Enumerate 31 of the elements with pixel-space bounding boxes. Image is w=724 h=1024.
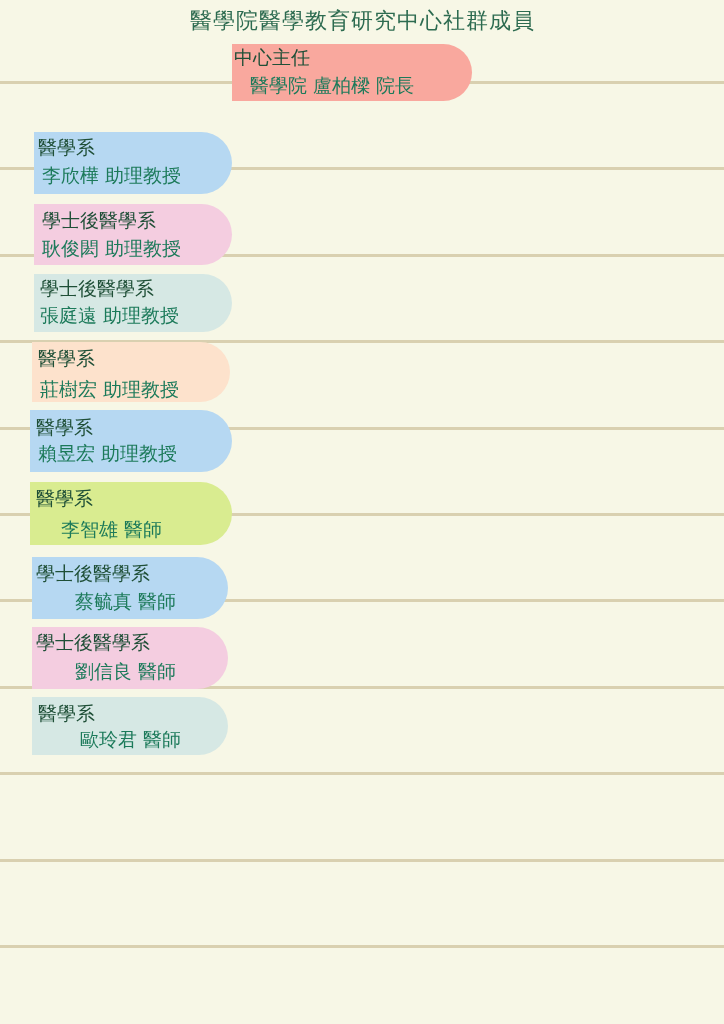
member-name: 醫學院 盧柏樑 院長 xyxy=(250,73,415,97)
member-tab xyxy=(34,204,232,265)
member-tab xyxy=(34,132,232,194)
tab-heading: 醫學系 xyxy=(38,346,95,370)
member-name: 賴昱宏 助理教授 xyxy=(38,441,178,465)
member-name: 李欣樺 助理教授 xyxy=(42,163,182,187)
member-tab xyxy=(32,627,228,689)
member-tab xyxy=(34,274,232,332)
tab-heading: 醫學系 xyxy=(36,415,93,439)
tab-heading: 醫學系 xyxy=(38,701,95,725)
tab-heading: 學士後醫學系 xyxy=(42,208,156,232)
member-tab xyxy=(30,410,232,472)
member-name: 歐玲君 醫師 xyxy=(80,727,182,751)
member-name: 莊樹宏 助理教授 xyxy=(40,377,180,401)
member-name: 劉信良 醫師 xyxy=(75,659,177,683)
member-name: 蔡毓真 醫師 xyxy=(75,589,177,613)
page-title: 醫學院醫學教育研究中心社群成員 xyxy=(189,8,535,33)
tab-heading: 醫學系 xyxy=(38,135,95,159)
member-tab xyxy=(30,482,232,545)
member-name: 耿俊閎 助理教授 xyxy=(42,236,182,260)
member-name: 張庭遠 助理教授 xyxy=(40,303,180,327)
tab-heading: 中心主任 xyxy=(234,45,310,69)
tab-heading: 學士後醫學系 xyxy=(40,276,154,300)
member-tab xyxy=(32,557,228,619)
member-name: 李智雄 醫師 xyxy=(61,517,163,541)
tab-heading: 學士後醫學系 xyxy=(36,630,150,654)
member-tab xyxy=(232,44,472,101)
member-tab xyxy=(32,697,228,755)
tab-heading: 學士後醫學系 xyxy=(36,561,150,585)
member-tab xyxy=(32,342,230,402)
tab-heading: 醫學系 xyxy=(36,486,93,510)
